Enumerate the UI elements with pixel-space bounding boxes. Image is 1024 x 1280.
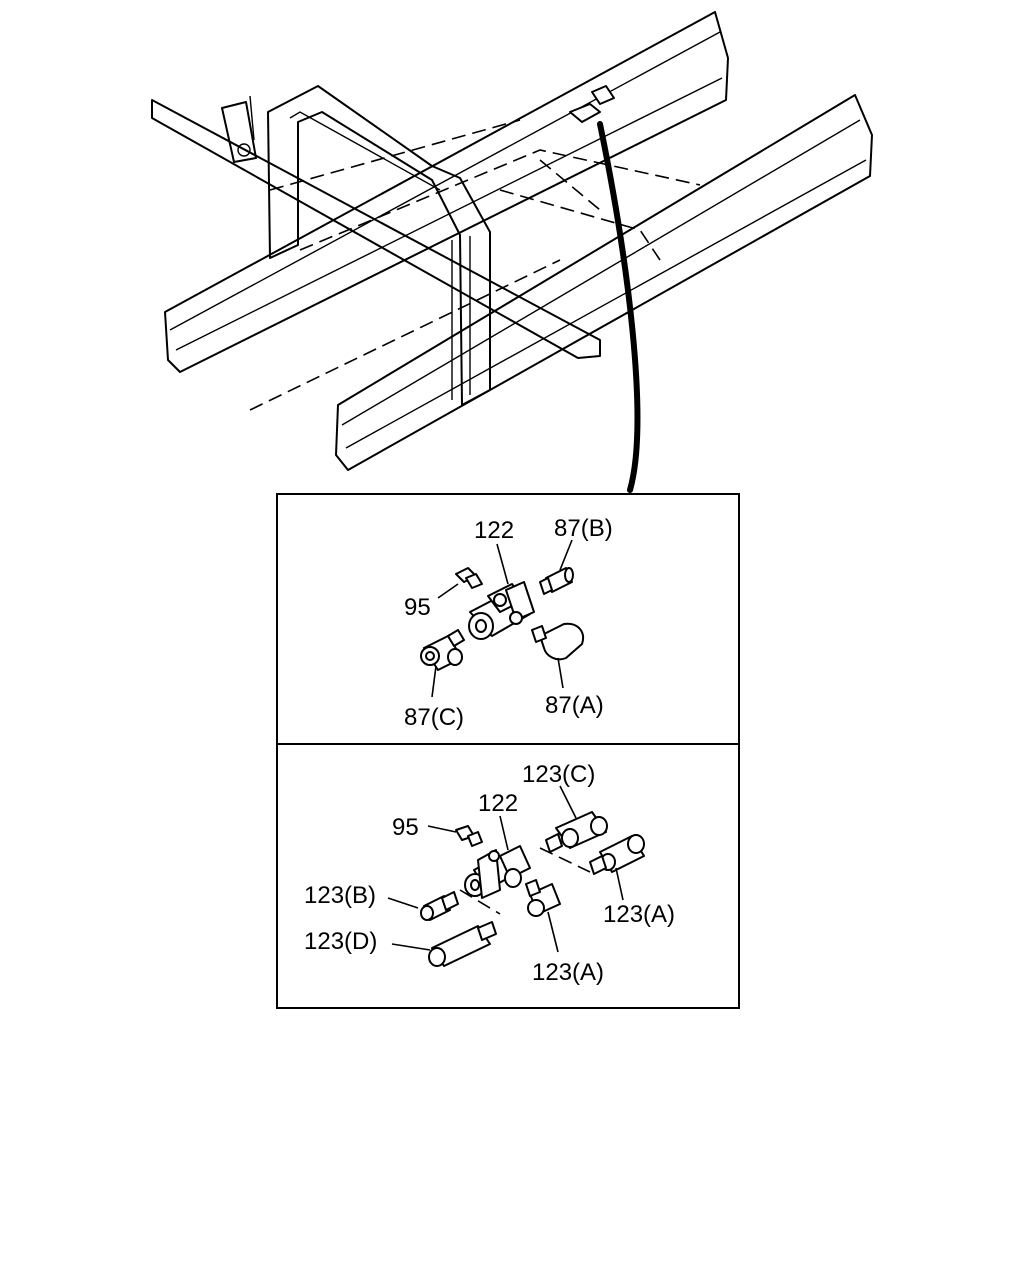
callout-95-upper: 95 — [404, 594, 431, 621]
fitting-123b-icon — [420, 891, 459, 921]
fitting-123a-bottom-icon — [525, 879, 561, 917]
tee-fitting-122-icon — [464, 845, 531, 899]
callout-123a-right: 123(A) — [603, 901, 675, 928]
callout-123a-bottom: 123(A) — [532, 959, 604, 986]
detail-pointer — [597, 121, 641, 493]
bolt-95-icon — [455, 825, 483, 847]
fitting-123a-right-icon — [589, 834, 645, 875]
fitting-123c-icon — [545, 811, 608, 853]
bolt-95-icon — [455, 567, 483, 589]
elbow-87a-icon — [531, 622, 584, 661]
callout-87a: 87(A) — [545, 692, 604, 719]
lower-panel: 123(C) 122 95 123(A) 123(B) 123(D) 123(A… — [304, 761, 675, 986]
chassis-frame-illustration — [151, 11, 873, 493]
elbow-87c-icon — [420, 629, 465, 671]
upper-panel: 122 87(B) 95 87(C) 87(A) — [404, 515, 613, 731]
elbow-87b-icon — [539, 567, 574, 595]
callout-123b: 123(B) — [304, 882, 376, 909]
callout-123d: 123(D) — [304, 928, 377, 955]
callout-122-upper: 122 — [474, 517, 514, 544]
callout-122-lower: 122 — [478, 790, 518, 817]
tee-fitting-122-icon — [468, 581, 535, 640]
fitting-123d-icon — [428, 921, 497, 967]
callout-123c: 123(C) — [522, 761, 595, 788]
callout-95-lower: 95 — [392, 814, 419, 841]
callout-87b: 87(B) — [554, 515, 613, 542]
callout-87c: 87(C) — [404, 704, 464, 731]
detail-box — [276, 493, 740, 1009]
